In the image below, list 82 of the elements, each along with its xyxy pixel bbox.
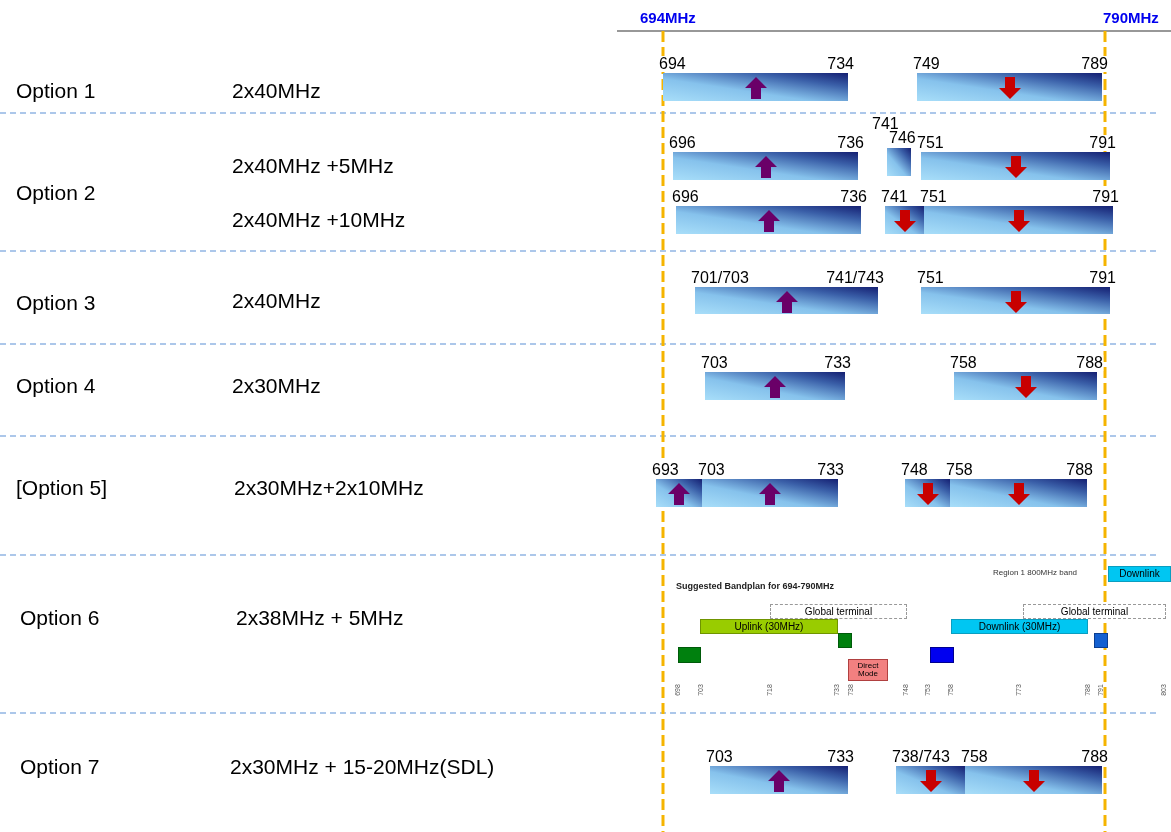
frequency-label: 703 <box>698 462 725 478</box>
frequency-band-bar <box>702 479 838 507</box>
band-block <box>838 633 852 648</box>
frequency-band-bar <box>924 206 1113 234</box>
frequency-label: 789 <box>1081 56 1108 72</box>
frequency-label: 758 <box>961 749 988 765</box>
frequency-label: 703 <box>706 749 733 765</box>
bandwidth-label: 2x40MHz +5MHz <box>232 154 394 179</box>
frequency-label: 733 <box>827 749 854 765</box>
option-label: Option 2 <box>16 181 96 206</box>
band-block: Downlink (30MHz) <box>951 619 1088 634</box>
frequency-label: 734 <box>827 56 854 72</box>
frequency-label: 751 <box>917 135 944 151</box>
frequency-label: 741/743 <box>826 270 884 286</box>
frequency-label: 751 <box>917 270 944 286</box>
frequency-marker-label: 694MHz <box>640 9 696 27</box>
frequency-label: 696 <box>672 189 699 205</box>
frequency-band-bar <box>676 206 861 234</box>
frequency-band-bar <box>673 152 858 180</box>
frequency-label: 736 <box>837 135 864 151</box>
frequency-label: 751 <box>920 189 947 205</box>
band-block <box>930 647 954 663</box>
frequency-band-bar <box>921 287 1110 314</box>
frequency-label: 749 <box>913 56 940 72</box>
band-note: Region 1 800MHz band <box>993 568 1078 578</box>
frequency-label: 741 <box>881 189 908 205</box>
frequency-label: 748 <box>901 462 928 478</box>
bandwidth-label: 2x30MHz + 15-20MHz(SDL) <box>230 755 495 780</box>
frequency-label: 791 <box>1092 189 1119 205</box>
bandwidth-label: Option 3 <box>16 291 96 316</box>
frequency-label: 733 <box>817 462 844 478</box>
frequency-band-bar <box>705 372 845 400</box>
frequency-label: 693 <box>652 462 679 478</box>
band-block <box>1094 633 1108 648</box>
frequency-label: 701/703 <box>691 270 749 286</box>
bandwidth-label: 2x40MHz <box>232 289 321 314</box>
option-label: [Option 5] <box>16 476 108 501</box>
bandwidth-label: Option 4 <box>16 374 96 399</box>
frequency-label: 791 <box>1089 135 1116 151</box>
frequency-band-bar <box>695 287 878 314</box>
option-label: Option 6 <box>20 606 100 631</box>
band-block: Uplink (30MHz) <box>700 619 838 634</box>
band-block: Direct Mode <box>848 659 888 681</box>
frequency-label: 703 <box>701 355 728 371</box>
frequency-band-bar <box>965 766 1102 794</box>
bandwidth-label: 2x30MHz <box>232 374 321 399</box>
frequency-band-bar <box>710 766 848 794</box>
frequency-label: 733 <box>824 355 851 371</box>
frequency-label: 746 <box>889 130 916 146</box>
frequency-marker-label: 790MHz <box>1103 9 1159 27</box>
frequency-label: 736 <box>840 189 867 205</box>
frequency-label: 788 <box>1066 462 1093 478</box>
band-block: Global terminal <box>770 604 907 619</box>
frequency-label: 694 <box>659 56 686 72</box>
frequency-band-bar <box>905 479 950 507</box>
frequency-band-bar <box>954 372 1097 400</box>
option-label: Option 7 <box>20 755 100 780</box>
bandwidth-label: 2x30MHz+2x10MHz <box>234 476 424 501</box>
bandwidth-label: 2x38MHz + 5MHz <box>236 606 404 631</box>
frequency-band-bar <box>663 73 848 101</box>
frequency-label: 788 <box>1076 355 1103 371</box>
chart-title: Suggested Bandplan for 694-790MHz <box>676 581 835 592</box>
frequency-band-bar <box>921 152 1110 180</box>
option-label: 2x40MHz +10MHz <box>232 208 406 233</box>
frequency-label: 696 <box>669 135 696 151</box>
band-block: Downlink <box>1108 566 1171 582</box>
frequency-label: 738/743 <box>892 749 950 765</box>
frequency-label: 741 <box>872 116 899 132</box>
frequency-label: 758 <box>946 462 973 478</box>
frequency-label: 791 <box>1089 270 1116 286</box>
frequency-label: 758 <box>950 355 977 371</box>
frequency-label: 788 <box>1081 749 1108 765</box>
frequency-band-bar <box>896 766 965 794</box>
option-label: Option 1 <box>16 79 96 104</box>
frequency-band-bar <box>950 479 1087 507</box>
frequency-band-bar <box>656 479 702 507</box>
frequency-band-bar <box>917 73 1102 101</box>
band-block <box>678 647 701 663</box>
frequency-band-bar <box>887 148 911 176</box>
bandwidth-label: 2x40MHz <box>232 79 321 104</box>
frequency-band-bar <box>885 206 924 234</box>
band-block: Global terminal <box>1023 604 1166 619</box>
